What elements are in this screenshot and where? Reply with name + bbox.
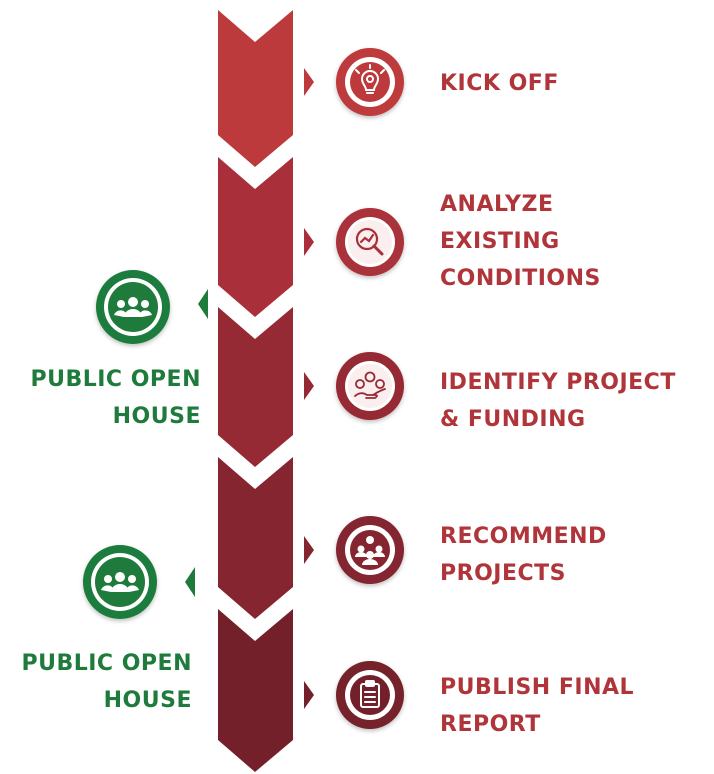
- chevron-segment-5: [218, 609, 293, 772]
- step-pointer-5: [304, 681, 314, 709]
- step-label-kick-off: KICK OFF: [440, 71, 559, 96]
- team-gear-icon: [336, 516, 404, 584]
- event-label-public-open-house-1: PUBLIC OPEN HOUSE: [30, 367, 201, 429]
- step-pointer-1: [304, 68, 314, 96]
- chevron-segment-2: [218, 157, 293, 317]
- hand-coins-icon: [336, 352, 404, 420]
- event-pointer-1: [198, 289, 208, 319]
- step-label-identify-project-funding: IDENTIFY PROJECT & FUNDING: [440, 370, 676, 432]
- clipboard-icon: [336, 661, 404, 729]
- lightbulb-gear-icon: [336, 48, 404, 116]
- magnifier-chart-icon: [336, 208, 404, 276]
- step-pointer-3: [304, 372, 314, 400]
- chevron-segment-1: [218, 10, 293, 167]
- step-pointer-4: [304, 536, 314, 564]
- step-label-publish-final-report: PUBLISH FINAL REPORT: [440, 675, 635, 737]
- event-pointer-2: [185, 567, 195, 597]
- step-label-recommend-projects: RECOMMEND PROJECTS: [440, 524, 607, 586]
- chevron-segment-4: [218, 457, 293, 619]
- step-label-analyze-existing-conditions: ANALYZE EXISTING CONDITIONS: [440, 192, 601, 291]
- chevron-segment-3: [218, 307, 293, 467]
- step-pointer-2: [304, 228, 314, 256]
- event-label-public-open-house-2: PUBLIC OPEN HOUSE: [21, 651, 192, 713]
- group-people-icon: [83, 545, 157, 619]
- group-people-icon: [96, 270, 170, 344]
